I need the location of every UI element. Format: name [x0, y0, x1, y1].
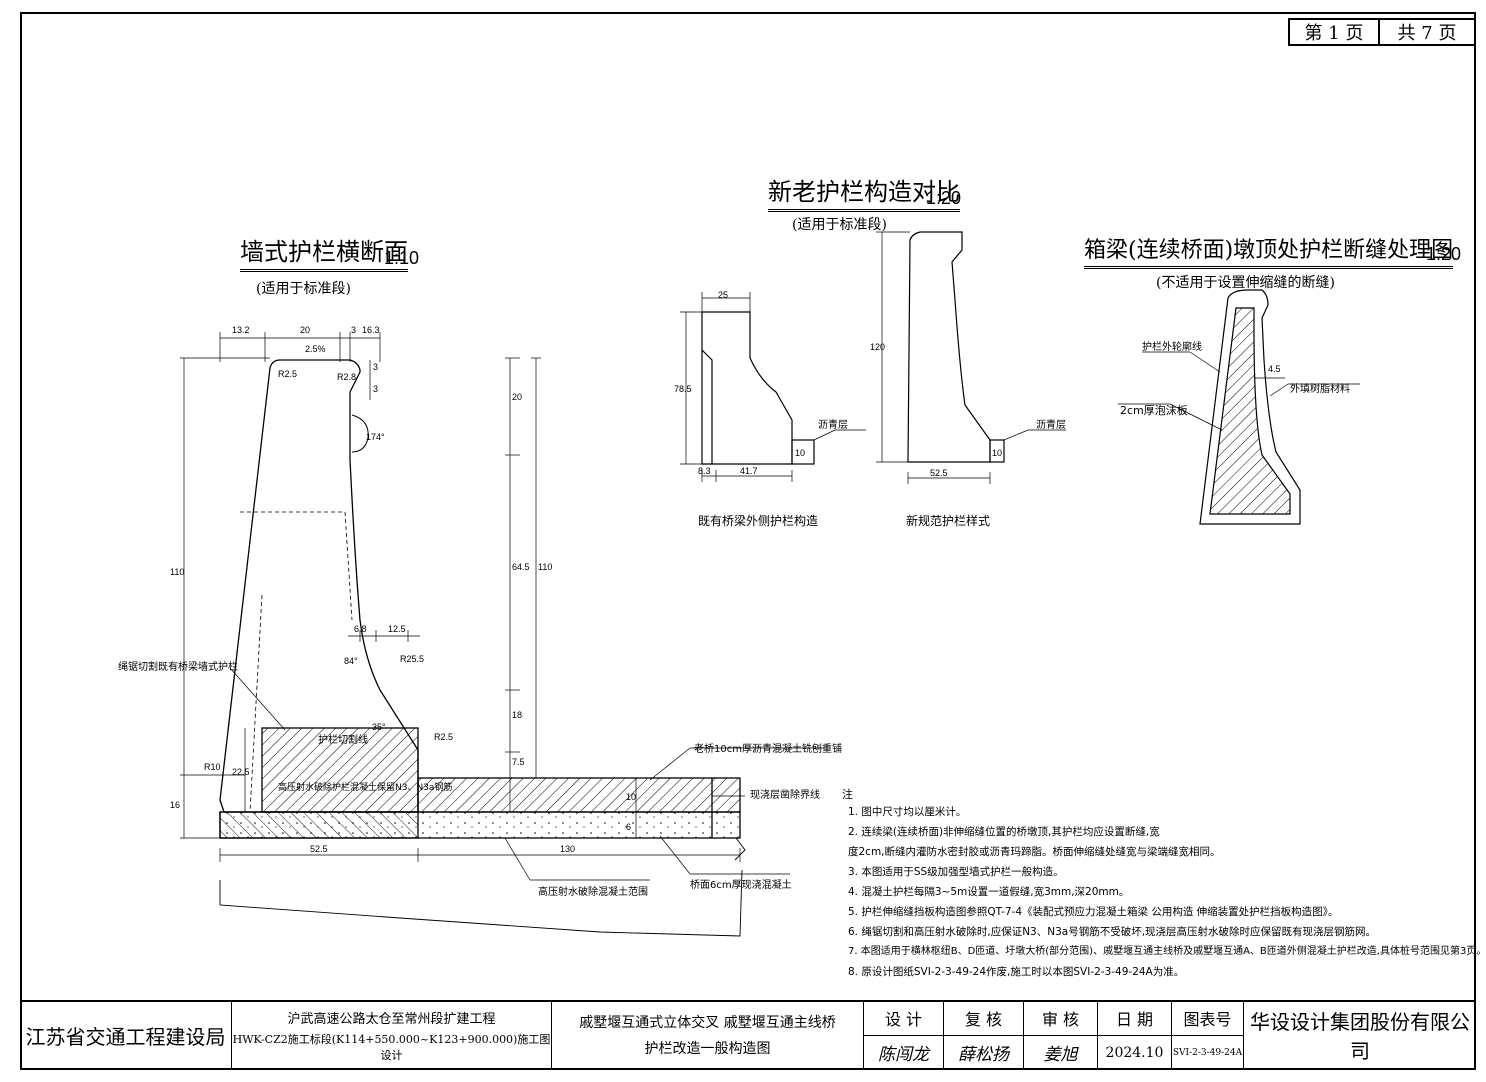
wall-section-drawing	[180, 332, 830, 937]
note-item: 7. 本图适用于横林枢纽B、D匝道、圩墩大桥(部分范围)、戚墅堰互通主线桥及戚墅…	[848, 946, 1486, 957]
dim-right-645: 64.5	[512, 562, 530, 572]
box-resin-label: 外填树脂材料	[1290, 384, 1350, 395]
header-drawing-no: 图表号	[1183, 1009, 1232, 1029]
dim-old-asphalt: 10	[795, 448, 805, 458]
signature-design: 陈闯龙	[878, 1045, 929, 1065]
box-foam-label: 2cm厚泡沫板	[1120, 404, 1188, 417]
box-joint-scale: 1:20	[1426, 244, 1462, 264]
dim-top-3: 3	[351, 325, 356, 335]
note-item: 4. 混凝土护栏每隔3~5m设置一道假缝,宽3mm,深20mm。	[848, 886, 1130, 898]
wall-section-scale: 1:10	[384, 248, 420, 268]
signature-check: 薛松扬	[958, 1045, 1009, 1065]
project-line2: HWK-CZ2施工标段(K114+550.000~K123+900.000)施工…	[232, 1032, 551, 1062]
client-name: 江苏省交通工程建设局	[25, 1024, 226, 1049]
box-joint-subtitle: (不适用于设置伸缩缝的断缝)	[1156, 275, 1335, 291]
compare-drawing	[680, 231, 1066, 484]
notes-list: 1. 图中尺寸均以厘米计。 2. 连续梁(连续桥面)非伸缩缝位置的桥墩顶,其护栏…	[848, 802, 1486, 982]
dim-new-base: 52.5	[930, 468, 948, 478]
dim-deck-10: 10	[626, 792, 636, 802]
dim-right-20: 20	[512, 392, 522, 402]
dim-angle-top: 174°	[366, 432, 385, 442]
rope-cut-label: 绳锯切割既有桥梁墙式护栏	[118, 662, 238, 673]
drawing-line2: 护栏改造一般构造图	[644, 1041, 771, 1057]
header-date: 日 期	[1115, 1009, 1154, 1029]
dim-right-110: 110	[538, 562, 552, 572]
date-value: 2024.10	[1105, 1044, 1164, 1061]
dim-right-75: 7.5	[512, 757, 525, 767]
drawing-canvas: 13.2 20 3 16.3 2.5% R2.5 R2.8 3 3 174° 1…	[170, 231, 1360, 937]
note-item: 1. 图中尺寸均以厘米计。	[848, 806, 967, 818]
old-barrier-caption: 既有桥梁外侧护栏构造	[698, 514, 819, 528]
note-item: 3. 本图适用于SS级加强型墙式护栏一般构造。	[848, 866, 1064, 878]
dim-top-16: 16.3	[362, 325, 380, 335]
header-review: 审 核	[1041, 1009, 1080, 1029]
old-deck-label: 老桥10cm厚沥青混凝土铣刨重铺	[694, 744, 842, 755]
note-item: 8. 原设计图纸SVI-2-3-49-24作废,施工时以本图SVI-2-3-49…	[848, 966, 1185, 978]
dim-h-16: 16	[170, 800, 180, 810]
notes-title: 注	[842, 788, 853, 801]
deck-cast-label: 桥面6cm厚现浇混凝土	[690, 880, 792, 891]
dim-old-base: 41.7	[740, 466, 758, 476]
wall-section-title: 墙式护栏横断面	[240, 232, 408, 272]
dim-new-asphalt: 10	[992, 448, 1002, 458]
compare-scale: 1:20	[926, 188, 962, 208]
dim-mid-125: 12.5	[388, 624, 406, 634]
dim-h-225: 22.5	[232, 767, 250, 777]
dim-r-top-right: R2.8	[337, 372, 356, 382]
cut-line-label: 护栏切割线	[318, 735, 368, 746]
dim-r-top-left: R2.5	[278, 369, 297, 379]
compare-title: 新老护栏构造对比	[768, 172, 960, 212]
dim-old-base-left: 8.3	[698, 466, 711, 476]
note-item: 6. 绳锯切割和高压射水破除时,应保证N3、N3a号钢筋不受破坏,现浇层高压射水…	[848, 926, 1377, 938]
dim-angle-mid: 84°	[344, 656, 358, 666]
company-name: 华设设计集团股份有限公司	[1250, 1010, 1470, 1063]
note-item: 度2cm,断缝内灌防水密封胶或沥青玛蹄脂。桥面伸缩缝处缝宽与梁端缝宽相同。	[848, 846, 1221, 858]
signature-review: 姜旭	[1043, 1045, 1078, 1065]
cast-line-label: 现浇层凿除界线	[750, 790, 820, 801]
dim-old-h: 78.5	[674, 384, 692, 394]
dim-mid-68: 6.8	[354, 624, 367, 634]
dim-top-20: 20	[300, 325, 310, 335]
page-total: 共 7 页	[1378, 18, 1476, 46]
header-check: 复 核	[964, 1009, 1003, 1029]
box-joint-drawing	[1118, 289, 1360, 525]
note-item: 5. 护栏伸缩缝挡板构造图参照QT-7-4《装配式预应力混凝土箱梁 公用构造 伸…	[848, 906, 1339, 918]
dim-box-gap: 4.5	[1268, 364, 1281, 374]
dim-old-top: 25	[718, 290, 728, 300]
drawing-line1: 戚墅堰互通式立体交叉 戚墅堰互通主线桥	[579, 1015, 836, 1031]
new-barrier-caption: 新规范护栏样式	[906, 514, 991, 528]
dim-deck-6: 6	[626, 822, 631, 832]
wall-section-subtitle: (适用于标准段)	[256, 281, 351, 297]
drawing-frame	[20, 12, 1476, 1070]
old-asphalt-label: 沥青层	[818, 420, 848, 431]
dim-new-h: 120	[870, 342, 885, 352]
project-line1: 沪武高速公路太仓至常州段扩建工程	[287, 1011, 496, 1027]
dim-deck-130: 130	[560, 844, 575, 854]
dim-small-1: 3	[373, 362, 378, 372]
waterjet-range-label: 高压射水破除混凝土范围	[538, 887, 648, 898]
dim-small-2: 3	[373, 384, 378, 394]
drawing-no-value: SVI-2-3-49-24A	[1172, 1047, 1243, 1058]
box-joint-title: 箱梁(连续桥面)墩顶处护栏断缝处理图	[1084, 232, 1454, 269]
dim-base-525: 52.5	[310, 844, 328, 854]
box-outline-label: 护栏外轮廓线	[1142, 342, 1202, 353]
new-asphalt-label: 沥青层	[1036, 420, 1066, 431]
dim-r10: R10	[204, 762, 221, 772]
dim-r255: R25.5	[400, 654, 424, 664]
title-block: 江苏省交通工程建设局 沪武高速公路太仓至常州段扩建工程 HWK-CZ2施工标段(…	[20, 1000, 1476, 1070]
compare-subtitle: (适用于标准段)	[792, 217, 887, 233]
dim-right-18: 18	[512, 710, 522, 720]
dim-angle-low: 35°	[372, 722, 386, 732]
header-design: 设 计	[884, 1009, 923, 1029]
dim-top-13: 13.2	[232, 325, 250, 335]
dim-h-110: 110	[170, 567, 184, 577]
note-item: 2. 连续梁(连续桥面)非伸缩缝位置的桥墩顶,其护栏均应设置断缝,宽	[848, 826, 1160, 838]
waterjet-keep-label: 高压射水破除护栏混凝土保留N3、N3a钢筋	[278, 783, 453, 793]
dim-r-low: R2.5	[434, 732, 453, 742]
dim-slope: 2.5%	[305, 344, 326, 354]
